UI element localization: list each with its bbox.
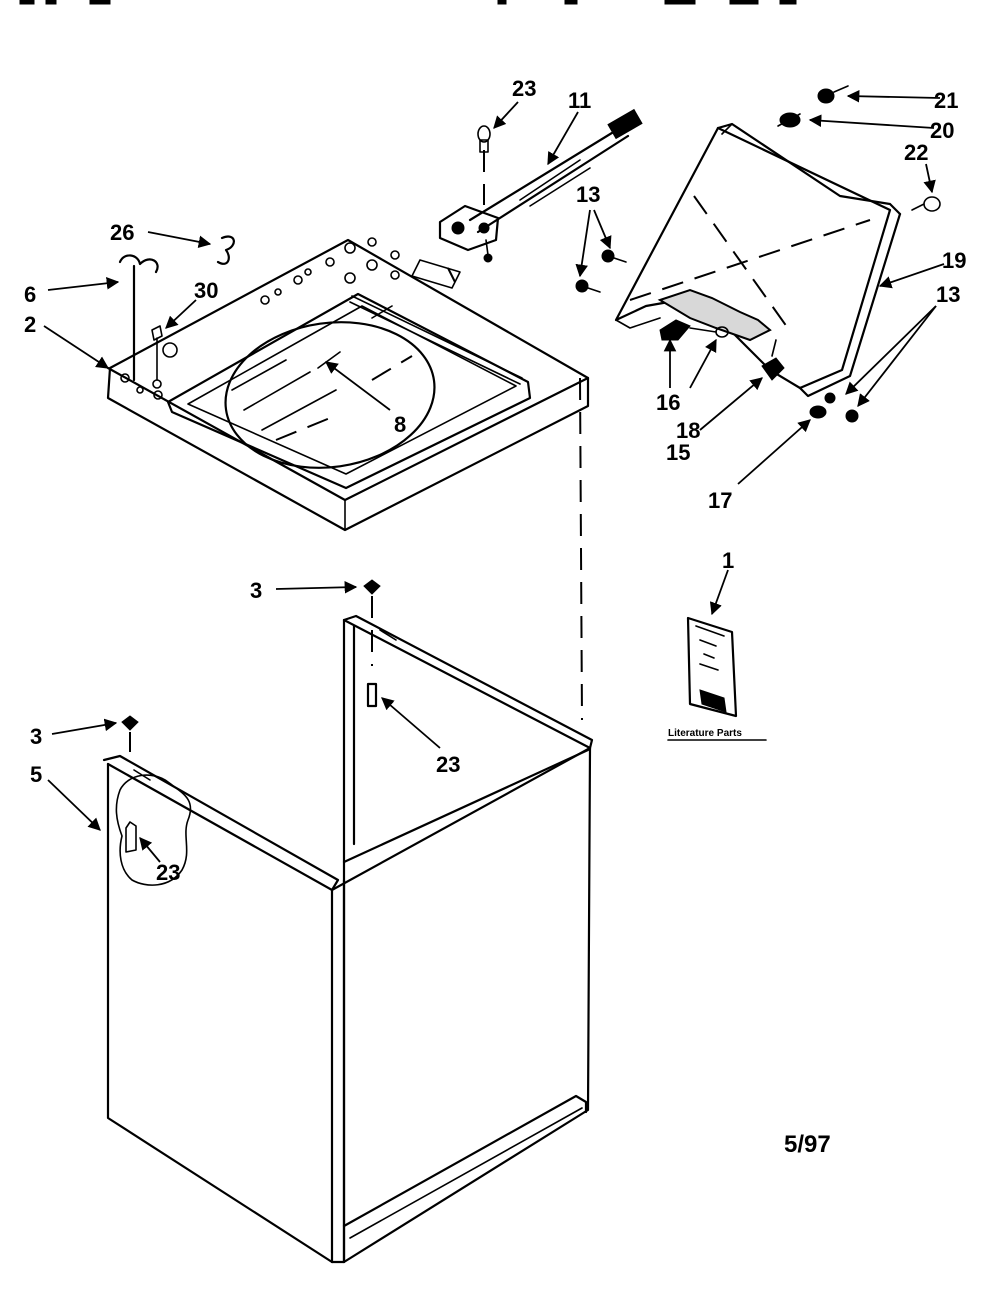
cutaway-window <box>115 774 192 886</box>
pin-18 <box>689 326 729 338</box>
callout-17: 17 <box>708 488 732 513</box>
screw-23-cabinet <box>366 682 378 708</box>
callout-23-cabinet: 23 <box>436 752 460 777</box>
literature-pack <box>686 616 738 718</box>
lid <box>614 122 902 398</box>
clip-3-lower <box>121 715 139 752</box>
callout-23-top: 23 <box>512 76 536 101</box>
screw-22 <box>911 196 941 212</box>
screw-23-top <box>477 125 491 153</box>
washer-20 <box>777 112 801 128</box>
date-code: 5/97 <box>784 1131 831 1158</box>
hinge-16 <box>659 319 691 341</box>
callout-18: 18 <box>676 418 700 443</box>
switch-link-dashed <box>447 267 456 283</box>
callout-20: 20 <box>930 118 954 143</box>
callout-15: 15 <box>666 440 690 465</box>
lid-switch-mount <box>411 259 461 289</box>
rod-6 <box>118 254 159 382</box>
callout-23-cutaway: 23 <box>156 860 180 885</box>
lid-switch-harness <box>438 108 643 263</box>
callout-11: 11 <box>568 88 591 113</box>
callout-2: 2 <box>24 312 36 337</box>
clip-30 <box>151 325 163 389</box>
callout-1: 1 <box>722 548 734 573</box>
callout-30: 30 <box>194 278 218 303</box>
clip-26 <box>216 235 235 265</box>
callout-3-lower: 3 <box>30 724 42 749</box>
callout-13-mid: 13 <box>576 182 600 207</box>
callout-26: 26 <box>110 220 134 245</box>
callout-3-upper: 3 <box>250 578 262 603</box>
callout-5: 5 <box>30 762 42 787</box>
nut-17 <box>809 405 827 419</box>
cabinet <box>102 614 594 1264</box>
callout-13-right: 13 <box>936 282 960 307</box>
callout-19: 19 <box>942 248 966 273</box>
control-holes <box>120 237 400 400</box>
leader-lines <box>43 89 945 863</box>
top-panel <box>106 237 590 532</box>
screws-13-pair <box>575 249 627 293</box>
callout-21: 21 <box>934 88 958 113</box>
clip-3-upper <box>363 579 381 666</box>
callout-16: 16 <box>656 390 680 415</box>
callout-22: 22 <box>904 140 928 165</box>
bushing-15 <box>761 339 785 381</box>
cabinet-divider-dashed <box>579 377 583 721</box>
nut-21 <box>817 85 849 104</box>
top-edge-marks <box>19 0 797 5</box>
callout-labels: 23 11 21 20 22 13 26 19 6 30 13 2 8 16 1… <box>24 76 966 885</box>
callout-6: 6 <box>24 282 36 307</box>
callout-8: 8 <box>394 412 406 437</box>
screws-13-right <box>824 392 859 423</box>
literature-parts-label: Literature Parts <box>668 728 742 739</box>
